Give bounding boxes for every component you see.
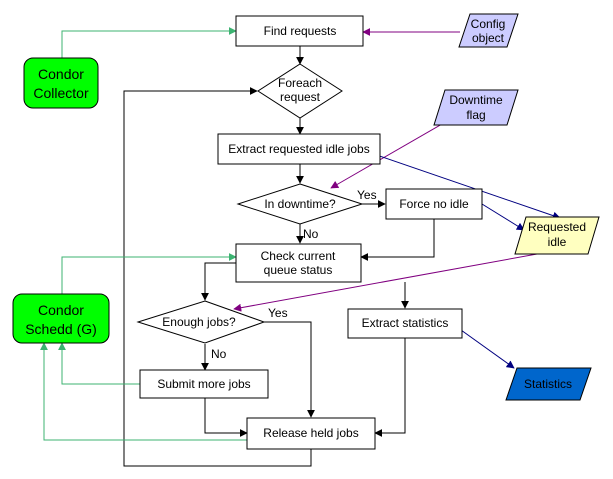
svg-text:Submit more jobs: Submit more jobs: [157, 377, 250, 391]
edge-submit-to-release: [204, 398, 248, 437]
svg-text:Foreach: Foreach: [278, 76, 322, 90]
svg-text:Check current: Check current: [261, 249, 336, 263]
svg-text:request: request: [280, 90, 321, 104]
node-enough-jobs: Enough jobs?: [136, 300, 266, 344]
node-check-queue-status: Check current queue status: [235, 243, 362, 283]
edge-force-to-check: [360, 219, 435, 261]
edge-enough-yes: [263, 321, 315, 418]
svg-text:Requested: Requested: [528, 220, 586, 234]
label-downtime-yes: Yes: [357, 188, 377, 202]
label-enough-no: No: [211, 347, 227, 361]
svg-text:object: object: [472, 31, 505, 45]
svg-text:flag: flag: [466, 108, 485, 122]
svg-text:Extract requested idle jobs: Extract requested idle jobs: [228, 142, 369, 156]
edge-loop-back: [123, 87, 312, 467]
node-condor-schedd: Condor Schedd (G): [12, 293, 110, 344]
node-config-object: Config object: [458, 13, 519, 48]
edge-force-to-requested-idle: [481, 203, 525, 231]
svg-text:Downtime: Downtime: [449, 93, 503, 107]
svg-text:Statistics: Statistics: [524, 377, 572, 391]
node-release-held-jobs: Release held jobs: [246, 417, 376, 450]
node-submit-more-jobs: Submit more jobs: [139, 369, 269, 399]
node-force-no-idle: Force no idle: [385, 188, 483, 220]
node-requested-idle: Requested idle: [514, 216, 600, 255]
node-statistics-output: Statistics: [505, 367, 592, 401]
svg-text:Force no idle: Force no idle: [399, 197, 469, 211]
edge-collector-to-find: [61, 27, 237, 58]
edge-release-to-schedd: [40, 342, 247, 441]
edge-downtime-flag-to-downtime: [330, 119, 450, 189]
edge-statistics-to-output: [460, 329, 515, 369]
edge-statistics-to-release: [374, 338, 406, 437]
node-extract-idle-jobs: Extract requested idle jobs: [217, 133, 381, 165]
edge-check-to-enough: [201, 262, 237, 301]
svg-text:idle: idle: [548, 235, 567, 249]
node-condor-collector: Condor Collector: [23, 57, 99, 109]
node-downtime-flag: Downtime flag: [433, 89, 519, 126]
edge-extract-idle-to-requested-idle: [361, 149, 561, 220]
svg-text:Find requests: Find requests: [264, 24, 337, 38]
label-downtime-no: No: [303, 227, 319, 241]
svg-text:Condor: Condor: [38, 66, 84, 82]
svg-text:Schedd (G): Schedd (G): [25, 321, 97, 337]
svg-text:In downtime?: In downtime?: [264, 197, 336, 211]
node-extract-statistics: Extract statistics: [347, 308, 463, 339]
svg-text:Collector: Collector: [33, 85, 89, 101]
label-enough-yes: Yes: [268, 306, 288, 320]
svg-text:queue status: queue status: [264, 263, 333, 277]
node-in-downtime: In downtime?: [236, 183, 364, 225]
svg-text:Condor: Condor: [38, 302, 84, 318]
svg-text:Extract statistics: Extract statistics: [362, 316, 449, 330]
svg-text:Config: Config: [471, 17, 506, 31]
node-find-requests: Find requests: [235, 15, 364, 47]
svg-text:Enough jobs?: Enough jobs?: [162, 315, 236, 329]
edge-schedd-to-check: [61, 253, 237, 294]
edge-submit-to-schedd: [58, 342, 140, 385]
edge-requested-idle-to-enough: [233, 253, 538, 312]
node-foreach-request: Foreach request: [257, 63, 343, 119]
svg-text:Release held jobs: Release held jobs: [263, 426, 358, 440]
